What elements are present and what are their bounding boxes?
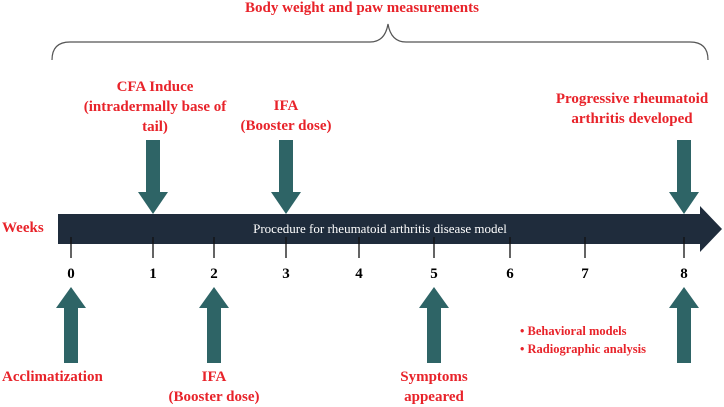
week-3-label: 3	[282, 266, 290, 282]
timeline-bar	[58, 206, 722, 252]
ifa-week2-label: IFA (Booster dose)	[168, 369, 260, 405]
bar-text: Procedure for rheumatoid arthritis disea…	[253, 221, 507, 236]
arrow-down-ifa-week3	[271, 140, 301, 214]
week-ticks	[70, 237, 685, 258]
analysis-list: • Behavioral models • Radiographic analy…	[520, 322, 646, 358]
week-5-label: 5	[430, 266, 438, 282]
arrow-up-symptoms	[419, 287, 449, 363]
weeks-axis-label: Weeks	[2, 220, 44, 236]
ifa-week3-label: IFA (Booster dose)	[240, 98, 332, 134]
arrow-down-progressive	[669, 140, 699, 214]
measurement-bracket	[51, 23, 709, 61]
week-8-label: 8	[680, 266, 688, 282]
cfa-induce-label: CFA Induce (intradermally base of tail)	[83, 79, 227, 135]
symptoms-label: Symptoms appeared	[400, 369, 468, 405]
week-7-label: 7	[581, 266, 589, 282]
week-6-label: 6	[506, 266, 514, 282]
progressive-ra-label: Progressive rheumatoid arthritis develop…	[555, 91, 709, 127]
arrow-up-analysis	[669, 287, 699, 363]
week-2-label: 2	[210, 266, 218, 282]
week-0-label: 0	[67, 266, 75, 282]
week-1-label: 1	[149, 266, 157, 282]
arrow-down-cfa	[138, 140, 168, 214]
analysis-item-behavioral: • Behavioral models	[520, 324, 627, 338]
week-4-label: 4	[355, 266, 363, 282]
acclimatization-label: Acclimatization	[2, 369, 103, 385]
arrow-up-acclimatization	[56, 287, 86, 363]
diagram-title: Body weight and paw measurements	[245, 0, 479, 16]
arrow-up-ifa-week2	[199, 287, 229, 363]
analysis-item-radiographic: • Radiographic analysis	[520, 342, 646, 356]
